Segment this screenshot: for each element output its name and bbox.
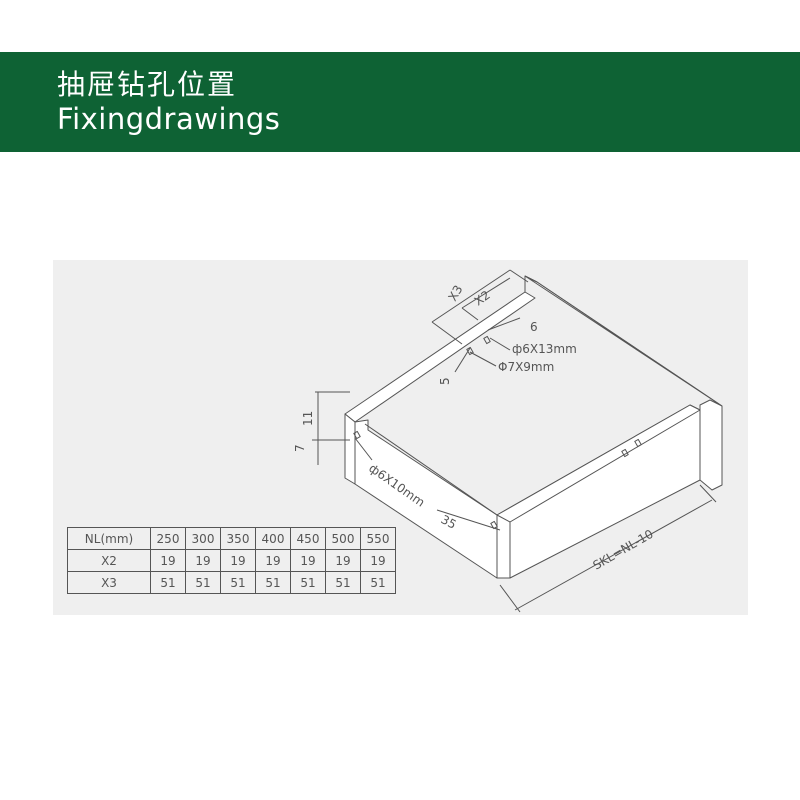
x2-dim-line [461,277,511,309]
hole-d [621,448,629,458]
table-cell: 400 [255,527,291,550]
table-cell: 19 [290,549,326,572]
hole-e [634,438,642,448]
label-dim-7: 7 [293,444,307,452]
hole-leader-1 [489,337,511,351]
x2-ext-left [461,307,479,321]
front-panel-inner-edge [364,423,498,516]
table-cell: 300 [185,527,221,550]
table-cell: 51 [185,571,221,594]
table-cell: 51 [150,571,186,594]
table-cell: 51 [290,571,326,594]
table-cell: 51 [220,571,256,594]
table-row: X2 19 19 19 19 19 19 19 [67,549,396,572]
label-hole-7x9: Φ7X9mm [498,360,554,374]
label-dim-11: 11 [301,411,315,426]
label-skl: SKL=NL-10 [591,527,656,573]
skl-dim-line [514,499,713,611]
skl-ext-left [499,584,521,613]
right-side-top [496,404,701,523]
table-cell: 250 [150,527,186,550]
table-cell: 19 [150,549,186,572]
table-cell: 19 [220,549,256,572]
table-cell: 51 [360,571,396,594]
table-row: NL(mm) 250 300 350 400 450 500 550 [67,527,396,550]
table-cell: NL(mm) [67,527,151,550]
page-title-cn: 抽屉钻孔位置 [57,68,238,101]
table-cell: 450 [290,527,326,550]
skl-ext-right [699,484,717,503]
dim-35-line [436,509,501,531]
table-cell: 500 [325,527,361,550]
label-x3: X3 [445,283,465,304]
table-cell: 19 [360,549,396,572]
hole-leader-3 [354,437,373,461]
table-cell: X3 [67,571,151,594]
table-cell: 51 [325,571,361,594]
hole-a [483,335,491,345]
table-cell: 550 [360,527,396,550]
side-rail-top [344,291,536,423]
hole-f [490,520,498,530]
label-dim-35: 35 [439,512,459,532]
table-cell: 19 [255,549,291,572]
table-cell: X2 [67,549,151,572]
table-cell: 19 [185,549,221,572]
label-hole-6x13: ф6X13mm [512,342,577,356]
dim-6-line [487,317,521,331]
dim-5-line [454,347,471,373]
table-cell: 51 [255,571,291,594]
x3-dim-line [431,269,511,323]
page-title-en: Fixingdrawings [57,102,281,136]
spec-table: NL(mm) 250 300 350 400 450 500 550 X2 19… [67,527,396,594]
right-side-panel [496,404,701,579]
x3-ext-right [509,269,529,283]
label-dim-5: 5 [438,377,452,385]
front-panel-face [344,413,356,485]
header-banner: 抽屉钻孔位置 Fixingdrawings [0,52,800,152]
table-cell: 350 [220,527,256,550]
table-cell: 19 [325,549,361,572]
table-row: X3 51 51 51 51 51 51 51 [67,571,396,594]
hole-leader-2 [469,351,497,367]
label-dim-6: 6 [530,320,538,334]
hole-c [353,430,361,440]
back-panel-top [524,275,723,407]
hole-b [466,346,474,356]
x3-ext-left [431,321,463,345]
